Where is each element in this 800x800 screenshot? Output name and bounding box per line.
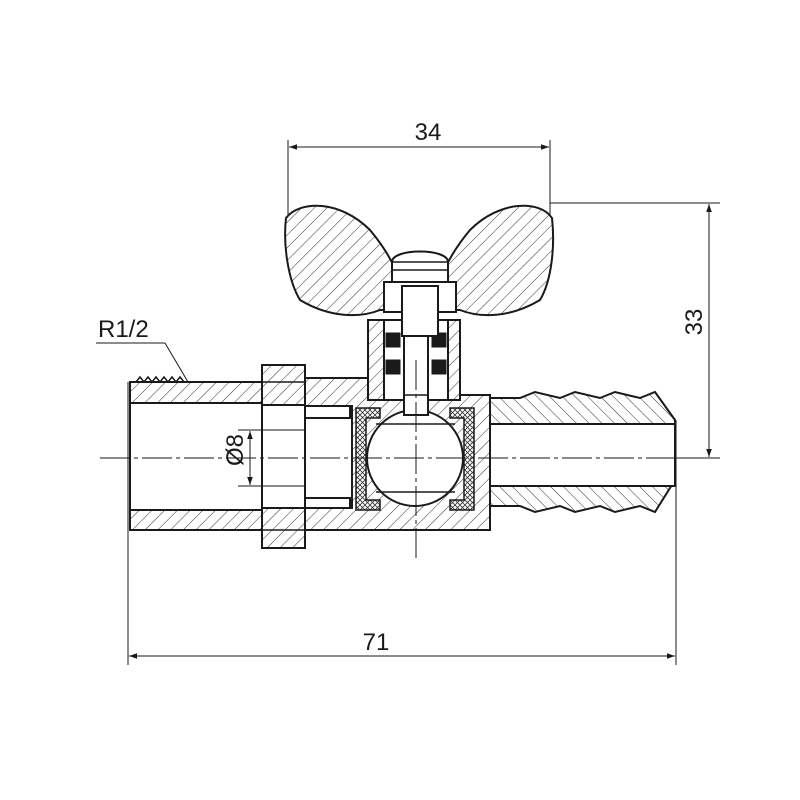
- dimension-length-71: 71: [127, 382, 677, 665]
- butterfly-handle: [284, 204, 555, 337]
- dimension-label-34: 34: [415, 119, 442, 146]
- dimension-height-33: 33: [550, 202, 720, 459]
- dimension-bore-diameter: Ø8: [222, 429, 305, 487]
- dimension-label-bore: Ø8: [222, 434, 249, 466]
- thread-callout: R1/2: [96, 316, 189, 383]
- center-lines: [100, 360, 720, 560]
- dimension-width-34: 34: [287, 119, 551, 215]
- hose-barb: [489, 390, 676, 514]
- dimension-label-33: 33: [681, 309, 708, 336]
- thread-label: R1/2: [98, 316, 149, 343]
- threaded-end: [129, 364, 306, 549]
- dimension-label-71: 71: [363, 629, 390, 656]
